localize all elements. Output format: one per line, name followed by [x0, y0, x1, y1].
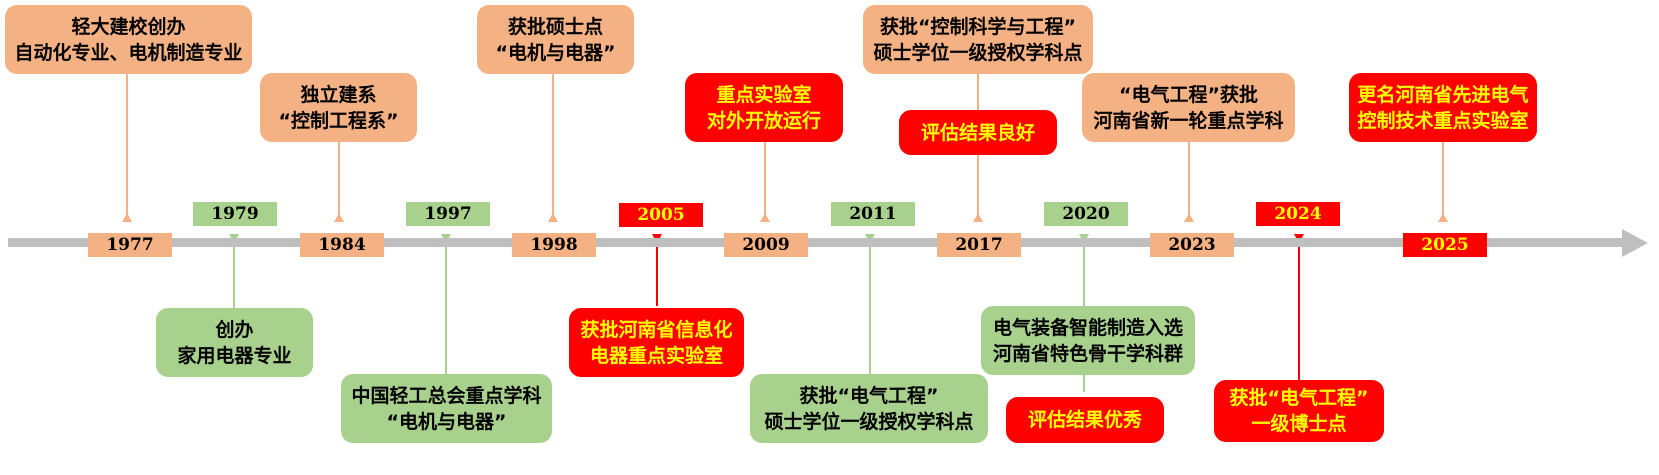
- event-1997: 中国轻工总会重点学科 “电机与电器”: [341, 374, 552, 443]
- marker-1998: [548, 213, 558, 222]
- event-1979-line2: 家用电器专业: [177, 344, 292, 367]
- event-2023: “电气工程”获批 河南省新一轮重点学科: [1082, 73, 1295, 142]
- connector-2011: [869, 242, 871, 374]
- event-2025-line1: 更名河南省先进电气: [1357, 83, 1529, 106]
- year-1997: 1997: [406, 202, 490, 226]
- connector-2023: [1188, 142, 1190, 216]
- event-2024: 获批“电气工程” 一级博士点: [1214, 380, 1384, 442]
- event-2017a: 获批“控制科学与工程” 硕士学位一级授权学科点: [863, 5, 1093, 74]
- marker-2023: [1184, 213, 1194, 222]
- event-2023-line2: 河南省新一轮重点学科: [1093, 109, 1284, 132]
- marker-1984: [334, 213, 344, 222]
- event-1997-line2: “电机与电器”: [386, 410, 507, 433]
- event-2024-line2: 一级博士点: [1251, 413, 1347, 435]
- event-2017a-line2: 硕士学位一级授权学科点: [873, 41, 1083, 64]
- event-2020a: 电气装备智能制造入选 河南省特色骨干学科群: [981, 306, 1195, 375]
- event-2017b: 评估结果良好: [899, 110, 1057, 155]
- event-2020a-line1: 电气装备智能制造入选: [992, 316, 1183, 339]
- event-2009: 重点实验室 对外开放运行: [685, 73, 843, 142]
- event-2020b-text: 评估结果优秀: [1027, 409, 1142, 431]
- event-2025-line2: 控制技术重点实验室: [1357, 109, 1529, 132]
- connector-2025: [1442, 142, 1444, 216]
- event-1979: 创办 家用电器专业: [156, 308, 313, 377]
- event-2017b-text: 评估结果良好: [920, 121, 1035, 144]
- event-1984-line1: 独立建系: [300, 83, 377, 106]
- year-2025: 2025: [1403, 233, 1487, 257]
- year-2017: 2017: [937, 233, 1021, 257]
- year-2023: 2023: [1150, 233, 1234, 257]
- year-2020: 2020: [1044, 202, 1128, 226]
- event-2024-line1: 获批“电气工程”: [1229, 387, 1369, 409]
- year-2009: 2009: [724, 233, 808, 257]
- event-2011: 获批“电气工程” 硕士学位一级授权学科点: [750, 374, 988, 443]
- year-1979: 1979: [193, 202, 277, 226]
- year-2011: 2011: [831, 202, 915, 226]
- connector-2009: [764, 142, 766, 216]
- event-2011-line1: 获批“电气工程”: [799, 384, 939, 407]
- event-2009-line1: 重点实验室: [716, 83, 812, 106]
- event-1979-line1: 创办: [215, 318, 254, 341]
- connector-1998: [552, 74, 554, 216]
- event-2020a-line2: 河南省特色骨干学科群: [992, 342, 1183, 365]
- event-1984: 独立建系 “控制工程系”: [260, 73, 417, 142]
- marker-2017: [973, 213, 983, 222]
- timeline-axis: [8, 238, 1623, 247]
- connector-2024: [1298, 242, 1300, 380]
- event-1997-line1: 中国轻工总会重点学科: [351, 384, 542, 407]
- connector-2005: [656, 242, 658, 306]
- event-2011-line2: 硕士学位一级授权学科点: [764, 410, 974, 433]
- event-1998: 获批硕士点 “电机与电器”: [477, 5, 634, 74]
- connector-1997: [445, 242, 447, 374]
- connector-1979: [233, 242, 235, 308]
- connector-1977: [126, 74, 128, 216]
- connector-1984: [338, 142, 340, 216]
- timeline-arrowhead: [1622, 229, 1648, 257]
- year-1977: 1977: [88, 233, 172, 257]
- event-1977-line1: 轻大建校创办: [71, 15, 186, 38]
- event-2005-line1: 获批河南省信息化: [580, 318, 733, 341]
- event-2005: 获批河南省信息化 电器重点实验室: [569, 308, 744, 377]
- event-2023-line1: “电气工程”获批: [1119, 83, 1258, 106]
- year-2024: 2024: [1256, 202, 1340, 226]
- event-2025: 更名河南省先进电气 控制技术重点实验室: [1349, 73, 1537, 142]
- event-1998-line1: 获批硕士点: [507, 15, 603, 38]
- year-2005: 2005: [619, 203, 703, 227]
- marker-2025: [1438, 213, 1448, 222]
- event-2009-line2: 对外开放运行: [706, 109, 821, 132]
- marker-1977: [122, 213, 132, 222]
- event-1984-line2: “控制工程系”: [278, 109, 399, 132]
- year-1998: 1998: [512, 233, 596, 257]
- event-2017a-line1: 获批“控制科学与工程”: [880, 15, 1076, 38]
- event-1998-line2: “电机与电器”: [495, 41, 616, 64]
- event-1977: 轻大建校创办 自动化专业、电机制造专业: [5, 5, 252, 74]
- event-2005-line2: 电器重点实验室: [589, 344, 723, 367]
- event-1977-line2: 自动化专业、电机制造专业: [14, 41, 243, 64]
- year-1984: 1984: [300, 233, 384, 257]
- marker-2009: [760, 213, 770, 222]
- event-2020b: 评估结果优秀: [1006, 397, 1164, 443]
